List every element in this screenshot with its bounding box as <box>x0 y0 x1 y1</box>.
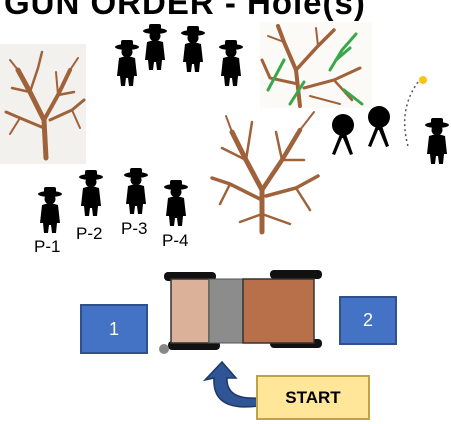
player-label: P-1 <box>34 237 61 256</box>
person-icon <box>115 40 139 86</box>
person-icon <box>425 118 449 164</box>
person-icon <box>79 170 103 216</box>
page-title: GUN ORDER - Hole(s) <box>4 0 366 21</box>
position-box-1: 1 <box>80 304 148 354</box>
shooter-icon <box>332 114 354 155</box>
player-label: P-4 <box>162 231 189 250</box>
curved-arrow-icon <box>202 360 259 408</box>
bush-icon <box>260 22 372 108</box>
person-icon <box>38 187 62 233</box>
position-box-2: 2 <box>339 296 397 345</box>
shooter-icon <box>368 106 390 147</box>
bush-icon <box>0 44 86 164</box>
trailer-icon <box>159 270 322 354</box>
person-icon <box>124 168 148 214</box>
flag-icon <box>403 76 427 147</box>
person-icon <box>164 180 188 226</box>
person-icon <box>143 24 167 70</box>
person-icon <box>219 40 243 86</box>
player-label: P-2 <box>76 224 103 243</box>
person-icon <box>181 26 205 72</box>
bush-icon <box>210 111 320 235</box>
player-label: P-3 <box>121 219 148 238</box>
start-label: START <box>256 375 370 420</box>
